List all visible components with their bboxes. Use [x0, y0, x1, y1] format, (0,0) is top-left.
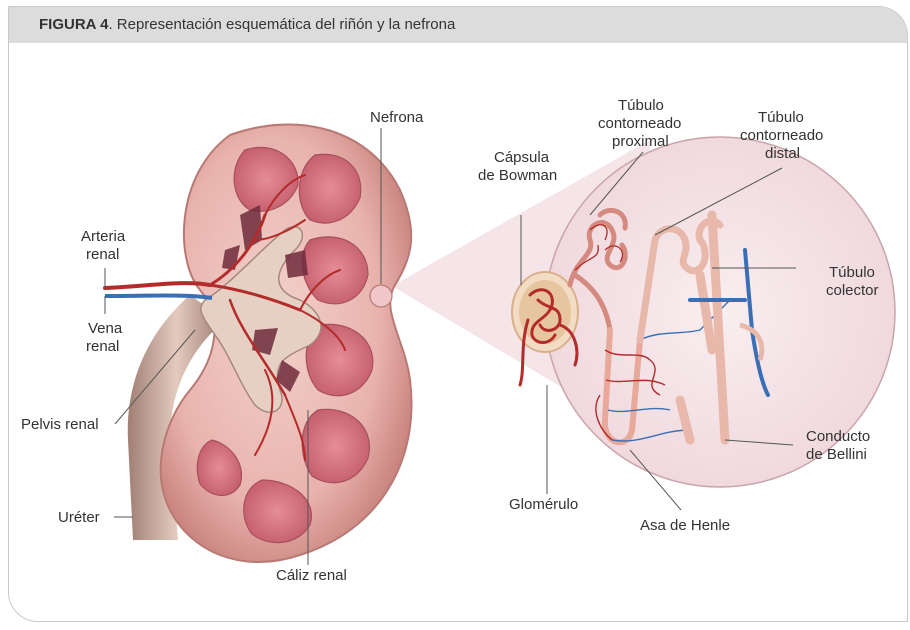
nephron-location-marker — [370, 285, 392, 307]
label-tubulo-colector-1: Túbulo — [829, 264, 875, 281]
label-pelvis-renal: Pelvis renal — [21, 416, 99, 433]
label-capsula-bowman-2: de Bowman — [478, 167, 557, 184]
label-tubulo-distal-1: Túbulo — [758, 109, 804, 126]
label-tubulo-distal-3: distal — [765, 145, 800, 162]
label-nefrona: Nefrona — [370, 109, 424, 126]
label-vena-renal-1: Vena — [88, 320, 123, 337]
label-tubulo-distal-2: contorneado — [740, 127, 823, 144]
label-caliz-renal: Cáliz renal — [276, 567, 347, 584]
label-tubulo-proximal-3: proximal — [612, 133, 669, 150]
label-tubulo-proximal-2: contorneado — [598, 115, 681, 132]
label-ureter: Uréter — [58, 509, 100, 526]
renal-vein — [105, 296, 212, 299]
label-capsula-bowman-1: Cápsula — [494, 149, 550, 166]
label-conducto-bellini-1: Conducto — [806, 428, 870, 445]
label-vena-renal-2: renal — [86, 338, 119, 355]
label-tubulo-proximal-1: Túbulo — [618, 97, 664, 114]
label-glomerulo: Glomérulo — [509, 496, 578, 513]
label-conducto-bellini-2: de Bellini — [806, 446, 867, 463]
label-arteria-renal-2: renal — [86, 246, 119, 263]
label-arteria-renal-1: Arteria — [81, 228, 126, 245]
label-asa-henle: Asa de Henle — [640, 517, 730, 534]
label-tubulo-colector-2: colector — [826, 282, 879, 299]
